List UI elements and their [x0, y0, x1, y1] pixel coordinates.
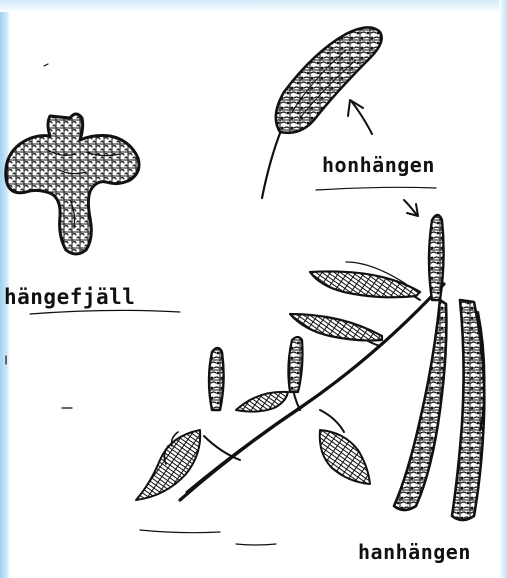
label-hanhangen: hanhängen	[358, 540, 471, 564]
label-hangefjall: hängefjäll	[4, 285, 135, 309]
birch-leaves	[136, 262, 420, 500]
arrow-to-female-catkin	[404, 200, 416, 214]
young-catkins	[209, 215, 444, 410]
catkin-scale-figure	[6, 114, 139, 254]
male-catkins	[394, 300, 484, 520]
label-honhangen: honhängen	[322, 153, 435, 177]
